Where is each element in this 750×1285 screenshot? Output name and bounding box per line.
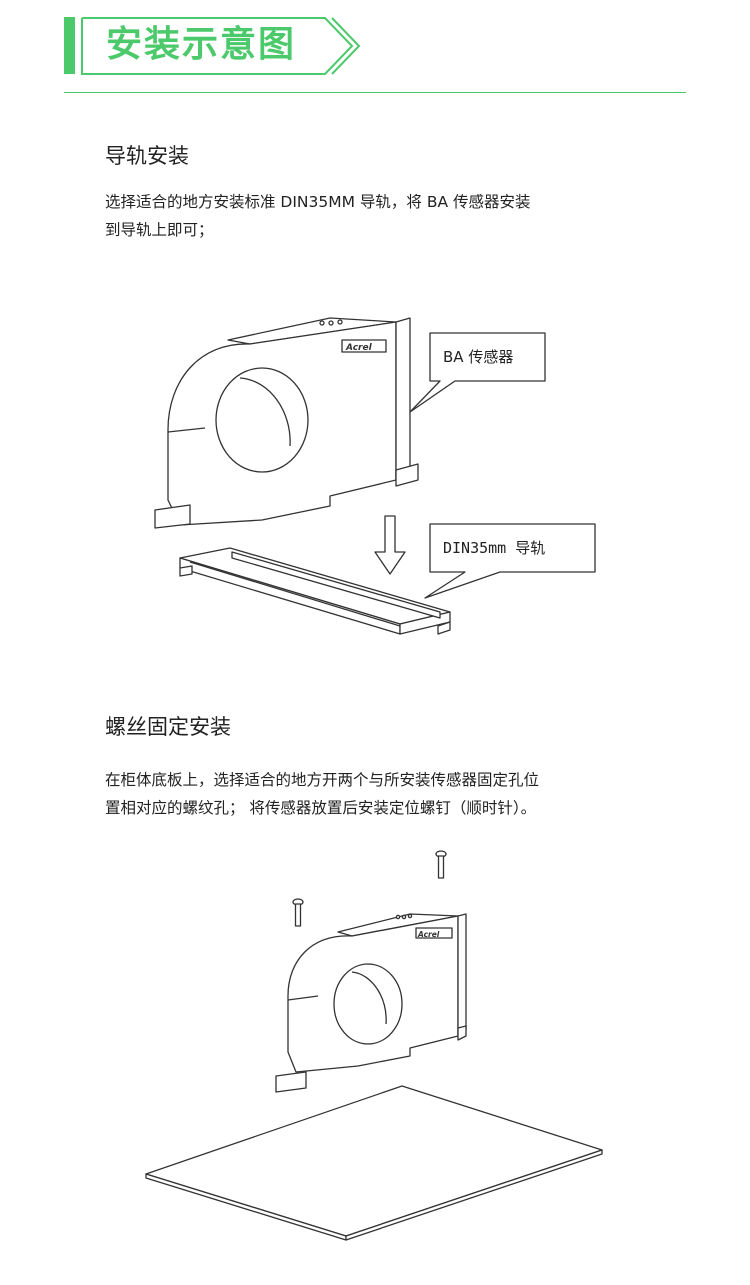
description-line: 置相对应的螺纹孔； 将传感器放置后安装定位螺钉（顺时针）。 (105, 799, 537, 817)
header-accent-bar (64, 17, 75, 74)
arrow-down-icon (374, 515, 406, 575)
page-title: 安装示意图 (106, 24, 297, 65)
section-title-screw: 螺丝固定安装 (105, 715, 231, 739)
rail-install-figure: Acrel BA 传感器 DIN35mm 导轨 (154, 317, 596, 635)
brand-label: Acrel (417, 930, 440, 939)
mounting-plate-drawing (145, 1085, 603, 1241)
screw-icon (292, 898, 304, 927)
brand-label: Acrel (345, 343, 373, 353)
ba-sensor-drawing (275, 913, 467, 1093)
section-description-rail: 选择适合的地方安装标准 DIN35MM 导轨，将 BA 传感器安装 到导轨上即可… (105, 188, 625, 244)
description-line: 到导轨上即可； (105, 221, 214, 239)
header-divider (64, 92, 686, 93)
section-title-rail: 导轨安装 (105, 144, 189, 168)
screw-install-figure: Acrel (145, 850, 603, 1241)
callout-sensor-box (409, 332, 546, 413)
callout-sensor-label: BA 传感器 (443, 348, 513, 366)
section-description-screw: 在柜体底板上，选择适合的地方开两个与所安装传感器固定孔位 置相对应的螺纹孔； 将… (105, 766, 665, 822)
description-line: 选择适合的地方安装标准 DIN35MM 导轨，将 BA 传感器安装 (105, 193, 531, 211)
din-rail-drawing (179, 547, 451, 635)
ba-sensor-drawing (154, 317, 419, 529)
callout-rail-label: DIN35mm 导轨 (443, 539, 545, 557)
header-arrow-frame (81, 17, 361, 75)
screw-icon (435, 850, 447, 879)
callout-rail-box (424, 523, 596, 599)
description-line: 在柜体底板上，选择适合的地方开两个与所安装传感器固定孔位 (105, 771, 540, 789)
